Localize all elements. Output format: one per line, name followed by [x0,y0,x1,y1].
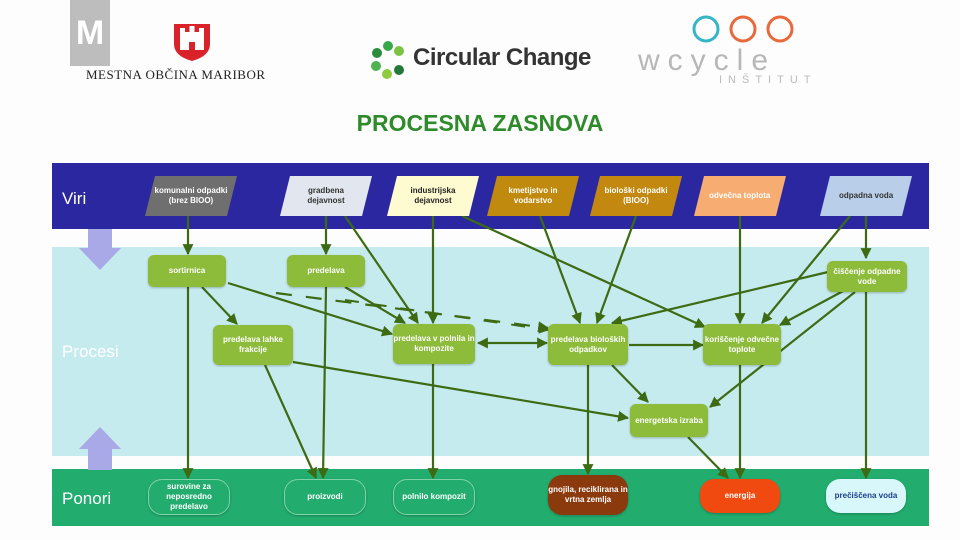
source-industrijska: industrijska dejavnost [387,176,479,216]
band-label-sinks: Ponori [62,489,112,508]
process-bioloski: predelava bioloških odpadkov [548,324,628,365]
channel-logo: M [70,0,110,66]
partner2-subtitle: INŠTITUT [719,74,817,86]
process-ciscenje: čiščenje odpadne vode [827,261,907,292]
arrow-sortirnica-lahka [201,286,238,325]
band-label-sources: Viri [62,189,87,208]
arrow-ciscenje-bioloski [610,270,829,327]
arrow-sortirnica-bioloski [275,291,550,333]
arrow-predelava-dashed [344,299,549,334]
process-energetska: energetska izraba [630,404,708,437]
source-odvecna-toplota: odvečna toplota [694,176,786,216]
process-toplota: koriščenje odvečne toplote [703,324,781,365]
process-predelava: predelava [287,255,365,287]
sink-gnojila: gnojila, reciklirana in vrtna zemlja [548,475,628,515]
source-kmetijstvo: kmetijstvo in vodarstvo [487,176,579,216]
partner1-name: Circular Change [413,44,591,71]
circular-change-logo-icon [371,41,404,79]
band-label-processes: Procesi [62,342,119,361]
source-gradbena: gradbena dejavnost [280,176,372,216]
source-komunalni: komunalni odpadki (brez BIOO) [145,176,237,216]
arrow-lahka-proizvodi [263,364,318,480]
sink-surovine: surovine za neposredno predelavo [148,479,230,515]
arrow-lahka-energetska [292,360,630,422]
arrow-gradbena-polnila [344,215,419,324]
org-name: MESTNA OBČINA MARIBOR [86,67,266,82]
process-sortirnica: sortirnica [148,255,226,287]
arrow-sortirnica-polnila [227,281,394,337]
sink-voda: prečiščena voda [826,479,906,513]
source-odpadna-voda: odpadna voda [820,176,912,216]
sink-proizvodi: proizvodi [284,479,366,515]
sinks-band [52,469,929,526]
maribor-crest-icon [174,24,210,61]
process-polnila: predelava v polnila in kompozite [393,324,475,364]
slide-title: PROCESNA ZASNOVA [356,110,604,136]
arrow-predelava-proizvodi [317,286,329,480]
down-arrow-icon [79,229,121,270]
arrow-bioloski-bioloski [595,215,638,325]
sink-energija: energija [700,479,780,513]
arrow-ciscenje-toplota [779,289,846,326]
arrow-bioloski-energetska [611,364,649,403]
arrow-kmetijstvo-bioloski [538,215,582,325]
arrow-ciscenje-energetska [709,291,856,408]
process-lahka-frakcija: predelava lahke frakcije [213,325,293,365]
arrow-energetska-energija [687,436,729,479]
sink-polnilo: polnilo kompozit [393,479,475,515]
arrow-odpadna-toplota [761,215,851,324]
up-arrow-icon [79,427,121,470]
source-bioloski: biološki odpadki (BIOO) [590,176,682,216]
partner2-name: wcycle [638,44,777,77]
arrow-industrijska-toplota [461,214,707,329]
wcycle-logo-icon [692,15,794,43]
